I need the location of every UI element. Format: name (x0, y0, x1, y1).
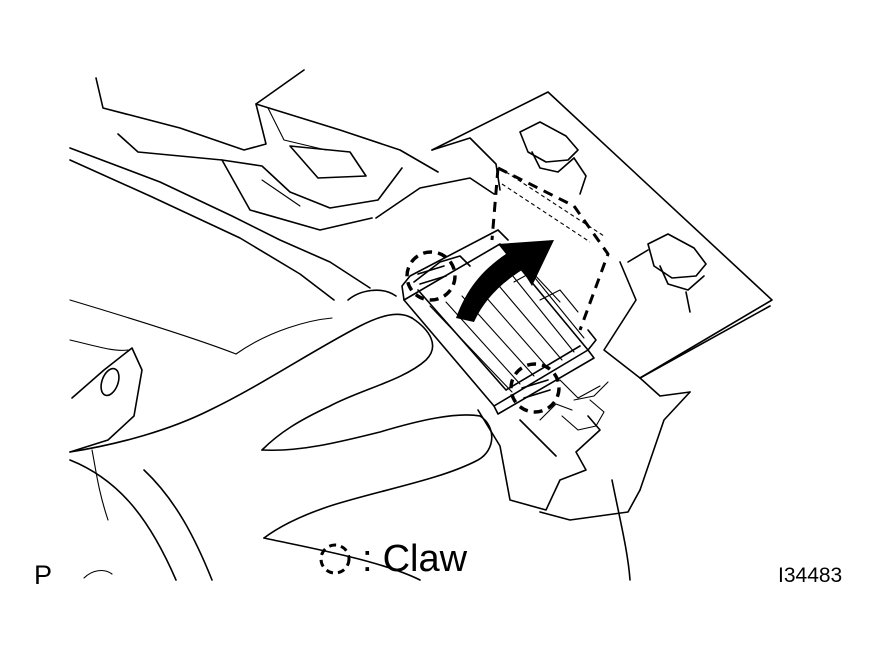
hand-outline (69, 289, 493, 539)
connector-body (401, 229, 609, 415)
left-mount-bracket (69, 347, 143, 453)
claw-callouts (405, 250, 561, 414)
claw-marker-lower (509, 362, 561, 414)
figure-id: I34483 (778, 564, 843, 587)
lower-panel-outline (69, 299, 631, 581)
bracket-plate (375, 91, 773, 397)
removed-position-outline (490, 166, 610, 331)
claw-marker-upper (405, 250, 457, 302)
dashed-circle-icon (319, 543, 351, 575)
section-letter: P (34, 560, 53, 590)
legend-label: Claw (382, 538, 468, 580)
upper-panel-outline (69, 69, 439, 301)
legend: : Claw (318, 540, 467, 578)
removal-direction-arrow (456, 240, 554, 322)
lower-bracket (477, 391, 691, 521)
